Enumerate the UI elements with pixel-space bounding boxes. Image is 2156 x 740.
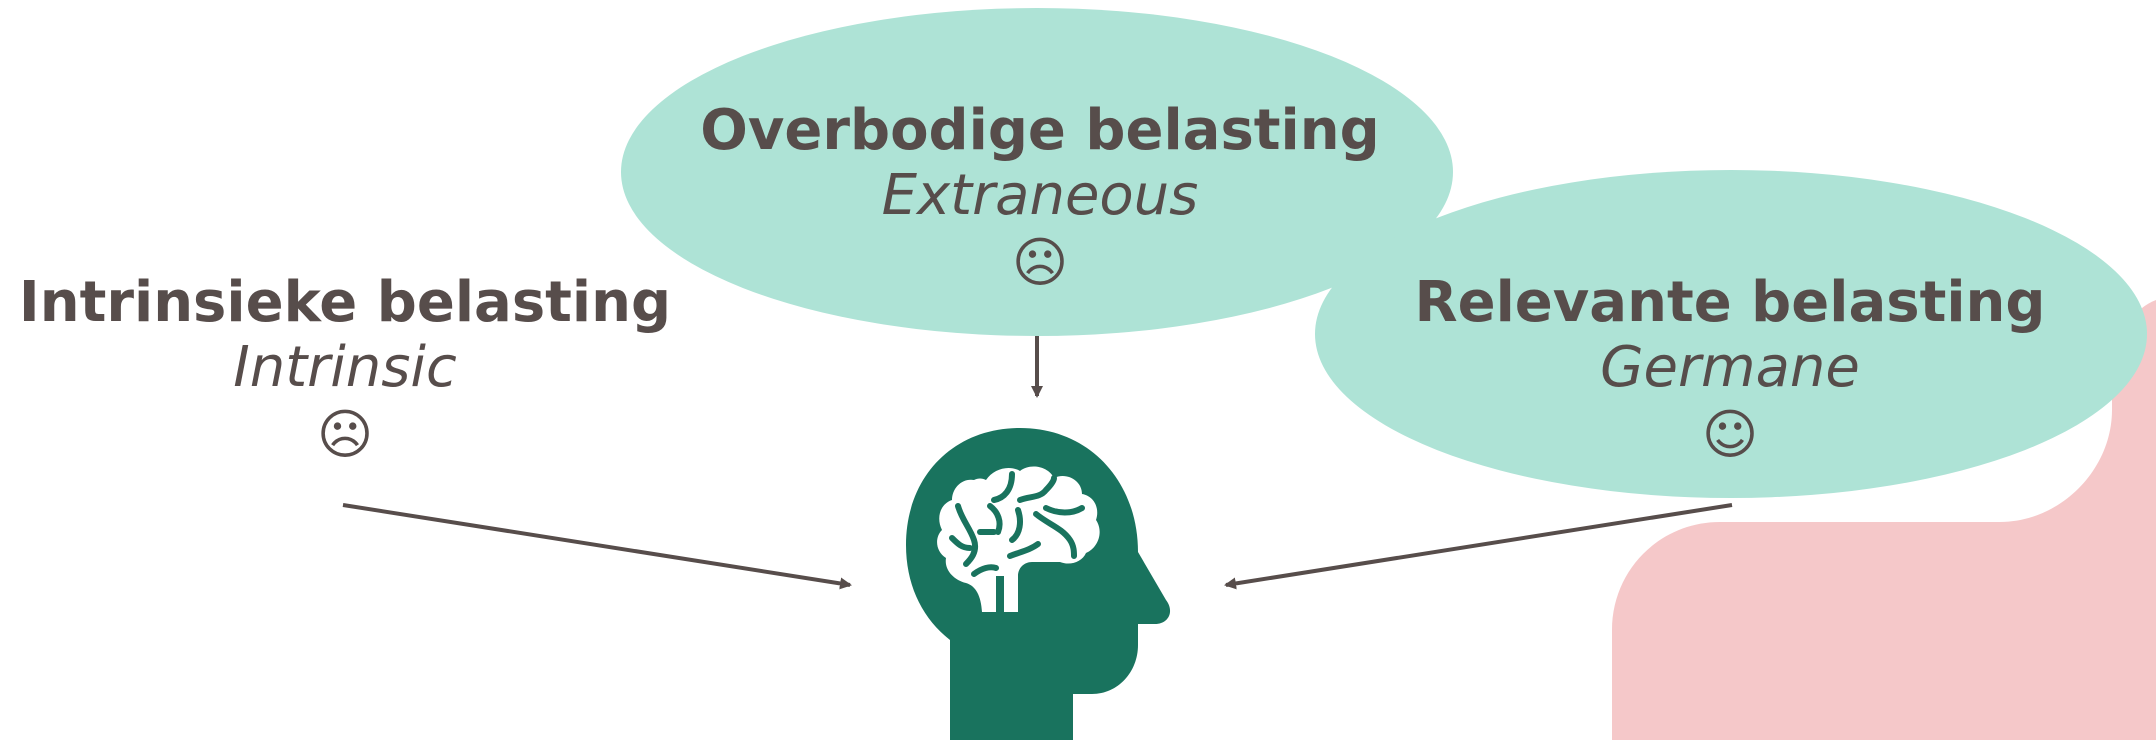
- arrow-intrinsic-to-head: [342, 503, 852, 590]
- extraneous-title: Overbodige belasting: [700, 98, 1380, 163]
- arrow-germane-to-head: [1224, 503, 1733, 590]
- intrinsic-title: Intrinsieke belasting: [18, 270, 672, 335]
- extraneous-ellipse: [621, 8, 1453, 336]
- germane-subtitle: Germane: [1600, 335, 1860, 400]
- smiley-face-icon: ☺: [1701, 403, 1759, 466]
- extraneous-load-label: Overbodige belasting Extraneous ☹: [690, 98, 1390, 294]
- extraneous-subtitle: Extraneous: [881, 163, 1199, 228]
- sad-face-icon: ☹: [1011, 231, 1069, 294]
- germane-title: Relevante belasting: [1414, 270, 2046, 335]
- germane-load-label: Relevante belasting Germane ☺: [1380, 270, 2080, 466]
- pink-background-shape: [1612, 300, 2156, 740]
- intrinsic-load-label: Intrinsieke belasting Intrinsic ☹: [0, 270, 690, 466]
- head-with-brain-icon: [906, 428, 1171, 740]
- sad-face-icon: ☹: [316, 403, 374, 466]
- intrinsic-subtitle: Intrinsic: [233, 335, 457, 400]
- germane-ellipse: [1315, 170, 2147, 498]
